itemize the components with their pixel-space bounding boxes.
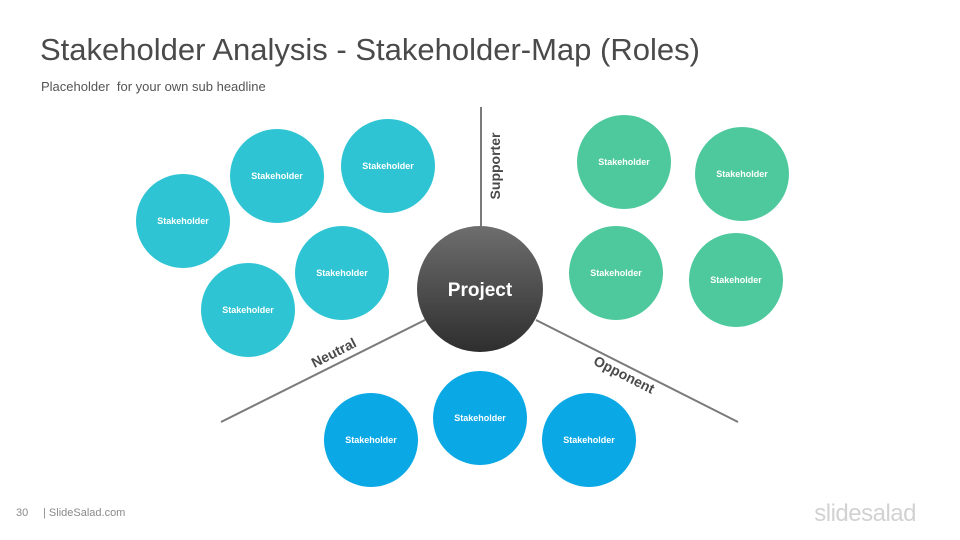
stakeholder-node[interactable]: Stakeholder — [230, 129, 324, 223]
project-center-node[interactable]: Project — [417, 226, 543, 352]
project-label: Project — [448, 280, 513, 301]
neutral-divider-line — [220, 319, 426, 423]
stakeholder-label: Stakeholder — [563, 435, 615, 445]
stakeholder-node[interactable]: Stakeholder — [433, 371, 527, 465]
axis-label-opponent: Opponent — [591, 352, 657, 396]
page-title: Stakeholder Analysis - Stakeholder-Map (… — [40, 32, 700, 67]
stakeholder-node[interactable]: Stakeholder — [295, 226, 389, 320]
stakeholder-node[interactable]: Stakeholder — [689, 233, 783, 327]
stakeholder-node[interactable]: Stakeholder — [201, 263, 295, 357]
page-subtitle: Placeholder for your own sub headline — [41, 79, 266, 94]
stakeholder-label: Stakeholder — [710, 275, 762, 285]
stakeholder-label: Stakeholder — [345, 435, 397, 445]
opponent-divider-line — [535, 319, 739, 423]
stakeholder-label: Stakeholder — [454, 413, 506, 423]
stakeholder-label: Stakeholder — [316, 268, 368, 278]
stakeholder-label: Stakeholder — [716, 169, 768, 179]
stakeholder-node[interactable]: Stakeholder — [695, 127, 789, 221]
stakeholder-label: Stakeholder — [222, 305, 274, 315]
page-number: 30 — [16, 507, 29, 519]
stakeholder-label: Stakeholder — [590, 268, 642, 278]
supporter-group: Stakeholder Stakeholder Stakeholder Stak… — [569, 115, 789, 327]
stakeholder-node[interactable]: Stakeholder — [341, 119, 435, 213]
stakeholder-node[interactable]: Stakeholder — [136, 174, 230, 268]
footer-brand-link[interactable]: | SlideSalad.com — [43, 507, 126, 519]
stakeholder-node[interactable]: Stakeholder — [324, 393, 418, 487]
axis-label-supporter: Supporter — [487, 132, 503, 199]
stakeholder-node[interactable]: Stakeholder — [569, 226, 663, 320]
stakeholder-label: Stakeholder — [362, 161, 414, 171]
stakeholder-node[interactable]: Stakeholder — [542, 393, 636, 487]
opponent-group: Stakeholder Stakeholder Stakeholder — [324, 371, 636, 487]
stakeholder-label: Stakeholder — [251, 171, 303, 181]
slidesalad-logo: slidesalad — [814, 500, 916, 527]
neutral-group: Stakeholder Stakeholder Stakeholder Stak… — [136, 119, 435, 357]
stakeholder-label: Stakeholder — [157, 216, 209, 226]
stakeholder-label: Stakeholder — [598, 157, 650, 167]
stakeholder-node[interactable]: Stakeholder — [577, 115, 671, 209]
